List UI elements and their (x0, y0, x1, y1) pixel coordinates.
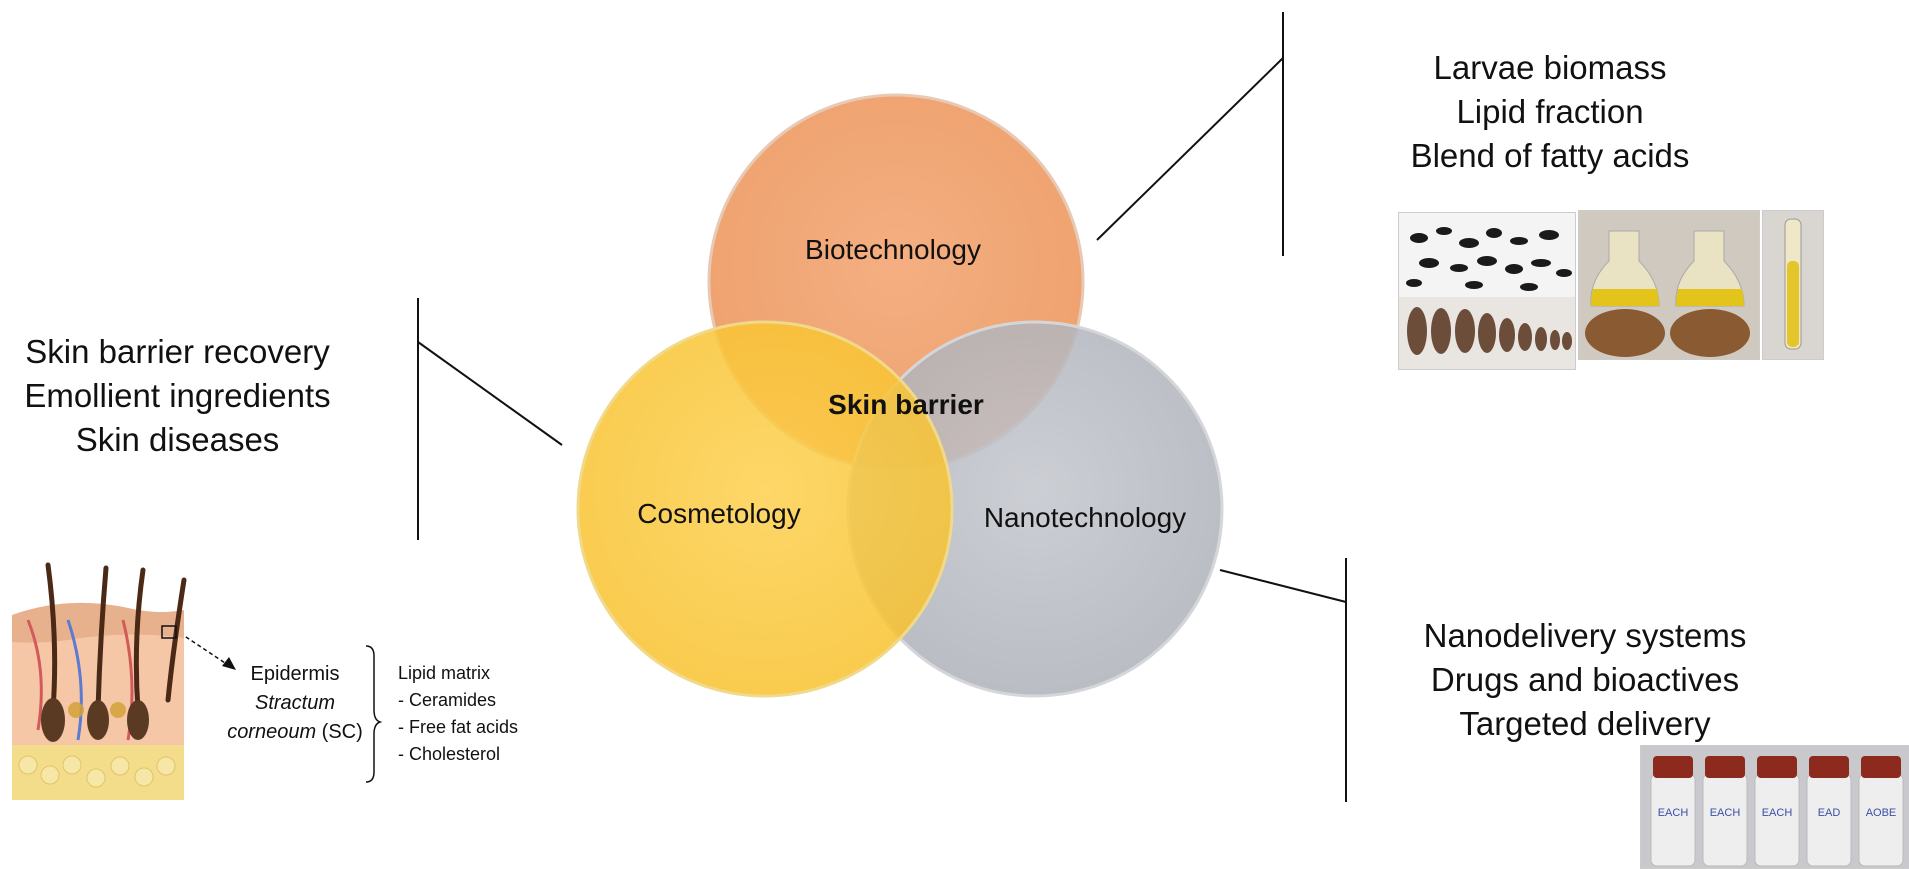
larvae-photo (1398, 212, 1576, 370)
left-line-1: Skin barrier recovery (25, 333, 330, 370)
vials-photo: EACH EACH EACH EAD AOBE (1640, 745, 1909, 869)
stratum-line-1: Stractum (254, 692, 336, 714)
stratum-line-2: corneoum (SC) (227, 721, 363, 743)
top-right-line-2: Lipid fraction (1456, 93, 1644, 130)
lipid-matrix-title: Lipid matrix (398, 663, 491, 683)
bottom-right-text-block: Nanodelivery systems Drugs and bioactive… (1385, 614, 1785, 746)
venn-label-cosmetology: Cosmetology (637, 498, 801, 529)
vial-label-4: EAD (1818, 807, 1841, 819)
vial-label-1: EACH (1658, 807, 1689, 819)
lipid-item: - Ceramides (398, 690, 497, 710)
skin-annotation: Epidermis Stractum corneoum (SC) (220, 660, 370, 747)
vial-label-5: AOBE (1866, 807, 1897, 819)
bottom-right-line-1: Nanodelivery systems (1423, 617, 1747, 654)
epidermis-label: Epidermis (250, 663, 340, 685)
left-line-2: Emollient ingredients (24, 377, 331, 414)
lipid-item: - Cholesterol (398, 744, 501, 764)
top-right-line-1: Larvae biomass (1433, 49, 1667, 86)
lipid-item: - Free fat acids (398, 717, 519, 737)
vial-label-2: EACH (1710, 807, 1741, 819)
circle-cosmetology (576, 320, 954, 698)
left-line-3: Skin diseases (75, 421, 280, 458)
bottom-right-line-3: Targeted delivery (1459, 705, 1711, 742)
venn-label-biotechnology: Biotechnology (805, 234, 981, 265)
lipid-flasks-photo (1578, 210, 1760, 360)
left-text-block: Skin barrier recovery Emollient ingredie… (0, 330, 355, 462)
lipid-tube-photo (1762, 210, 1824, 360)
bottom-right-line-2: Drugs and bioactives (1430, 661, 1740, 698)
vial-label-3: EACH (1762, 807, 1793, 819)
top-right-line-3: Blend of fatty acids (1410, 137, 1690, 174)
lipid-matrix-list: Lipid matrix - Ceramides - Free fat acid… (398, 660, 518, 768)
venn-label-skin-barrier: Skin barrier (828, 389, 984, 420)
venn-label-nanotechnology: Nanotechnology (983, 502, 1187, 533)
top-right-text-block: Larvae biomass Lipid fraction Blend of f… (1350, 46, 1750, 178)
skin-illustration (8, 560, 188, 805)
